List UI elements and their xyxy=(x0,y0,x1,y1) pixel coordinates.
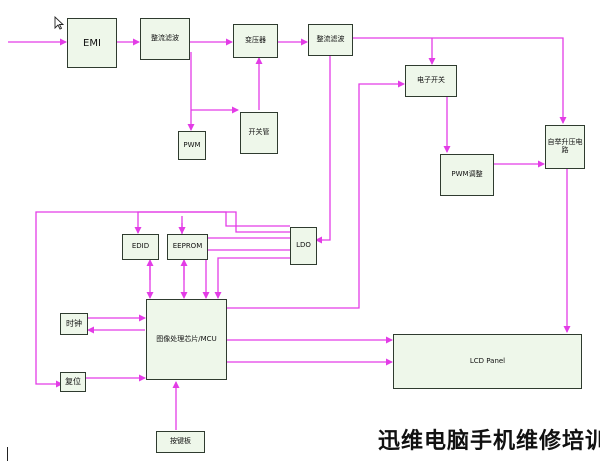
switch-tube-block: 开关管 xyxy=(240,112,278,154)
eeprom-block: EEPROM xyxy=(167,234,208,260)
mouse-cursor-icon xyxy=(54,16,64,30)
rectifier-filter-2-block: 整流滤波 xyxy=(308,24,353,56)
lcd-panel-block: LCD Panel xyxy=(393,334,582,389)
pwm-block: PWM xyxy=(178,131,206,160)
rectifier-filter-1-block: 整流滤波 xyxy=(140,18,190,60)
watermark-text: 迅维电脑手机维修培训 xyxy=(378,429,600,454)
text-cursor xyxy=(7,447,8,461)
edid-block: EDID xyxy=(122,234,159,260)
reset-block: 复位 xyxy=(60,372,86,392)
ldo-block: LDO xyxy=(290,227,317,265)
emi-block: EMI xyxy=(67,18,117,68)
boost-circuit-block: 自举升压电路 xyxy=(545,125,585,169)
pwm-adjust-block: PWM调整 xyxy=(440,154,494,196)
transformer-block: 变压器 xyxy=(233,24,278,58)
clock-block: 时钟 xyxy=(60,313,88,335)
image-processor-mcu-block: 图像处理芯片/MCU xyxy=(146,299,227,380)
electronic-switch-block: 电子开关 xyxy=(405,65,457,97)
keypad-board-block: 按键板 xyxy=(156,431,205,453)
